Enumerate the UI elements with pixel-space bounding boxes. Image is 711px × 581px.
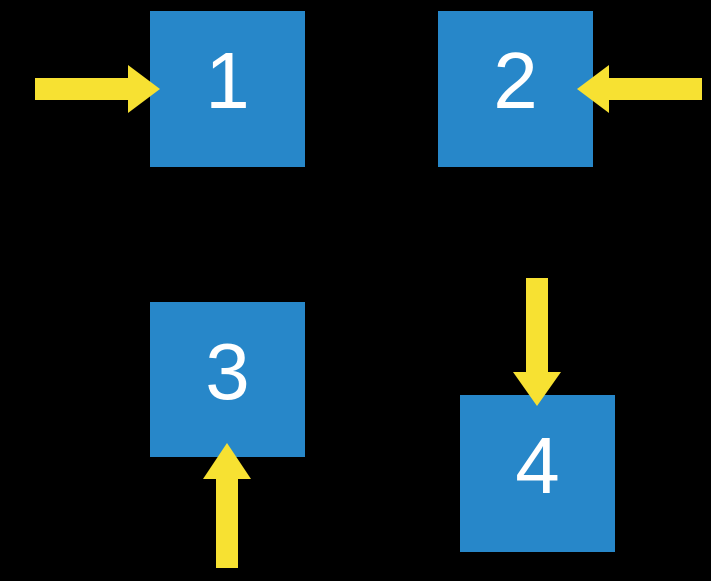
square-4-label: 4	[515, 420, 560, 510]
arrow-right-icon	[35, 65, 160, 113]
arrow-shaft	[35, 78, 128, 100]
arrow-head-right-icon	[128, 65, 160, 113]
arrow-left-icon	[577, 65, 702, 113]
arrow-up-icon	[203, 443, 251, 568]
square-4[interactable]: 4	[460, 395, 615, 552]
square-1[interactable]: 1	[150, 11, 305, 167]
arrow-shaft	[609, 78, 702, 100]
arrow-shaft	[526, 278, 548, 372]
square-3-label: 3	[205, 326, 250, 416]
arrow-shaft	[216, 479, 238, 568]
arrow-head-down-icon	[513, 372, 561, 406]
arrow-down-icon	[513, 278, 561, 406]
square-2[interactable]: 2	[438, 11, 593, 167]
square-2-label: 2	[493, 36, 538, 125]
square-1-label: 1	[205, 36, 250, 125]
arrow-head-left-icon	[577, 65, 609, 113]
square-3[interactable]: 3	[150, 302, 305, 457]
arrow-head-up-icon	[203, 443, 251, 479]
